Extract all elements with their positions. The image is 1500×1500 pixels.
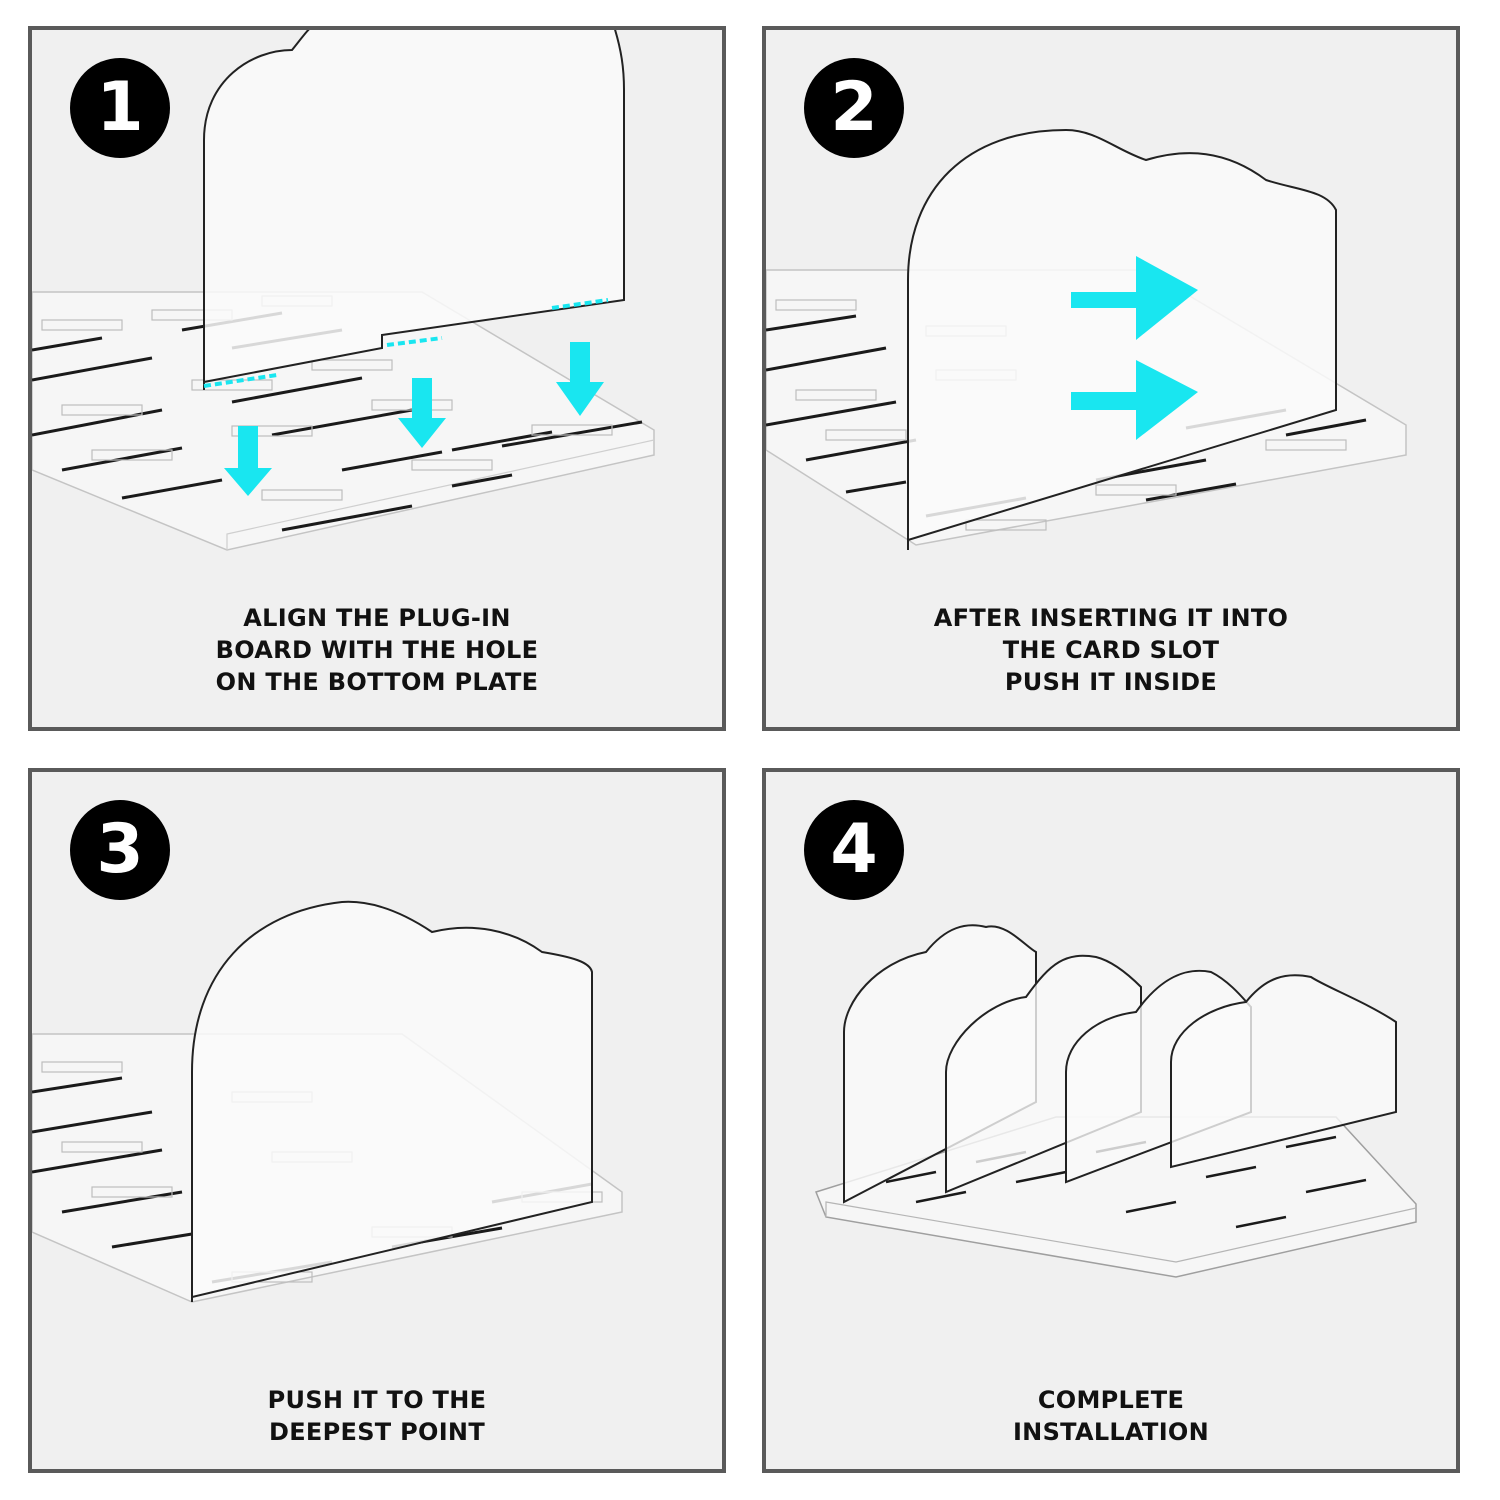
step-number-badge: 1 [70,58,170,158]
step-2-panel: 2 AFTER INSERTING IT INTO THE CARD SLOT … [762,26,1460,731]
step-2-illustration [766,128,1407,550]
caption-line: ALIGN THE PLUG-IN [243,604,511,632]
caption-line: COMPLETE [1037,1386,1185,1414]
step-1-caption: ALIGN THE PLUG-IN BOARD WITH THE HOLE ON… [32,602,722,698]
step-number-badge: 2 [804,58,904,158]
caption-line: BOARD WITH THE HOLE [215,636,539,664]
step-4-panel: 4 COMPLETE INSTALLATION [762,768,1460,1473]
step-2-caption: AFTER INSERTING IT INTO THE CARD SLOT PU… [766,602,1456,698]
caption-line: INSTALLATION [1012,1418,1210,1446]
step-4-caption: COMPLETE INSTALLATION [766,1384,1456,1448]
step-4-illustration [815,924,1417,1278]
step-3-illustration [32,900,623,1303]
step-number-badge: 4 [804,800,904,900]
caption-line: THE CARD SLOT [1002,636,1220,664]
caption-line: PUSH IT TO THE [267,1386,487,1414]
step-3-caption: PUSH IT TO THE DEEPEST POINT [32,1384,722,1448]
caption-line: PUSH IT INSIDE [1004,668,1218,696]
step-number-badge: 3 [70,800,170,900]
caption-line: ON THE BOTTOM PLATE [215,668,539,696]
step-1-panel: 1 ALIGN THE PLUG-IN BOARD WITH THE HOLE … [28,26,726,731]
step-3-panel: 3 PUSH IT TO THE DEEPEST POINT [28,768,726,1473]
step-1-illustration [32,30,655,551]
caption-line: DEEPEST POINT [269,1418,485,1446]
caption-line: AFTER INSERTING IT INTO [933,604,1289,632]
